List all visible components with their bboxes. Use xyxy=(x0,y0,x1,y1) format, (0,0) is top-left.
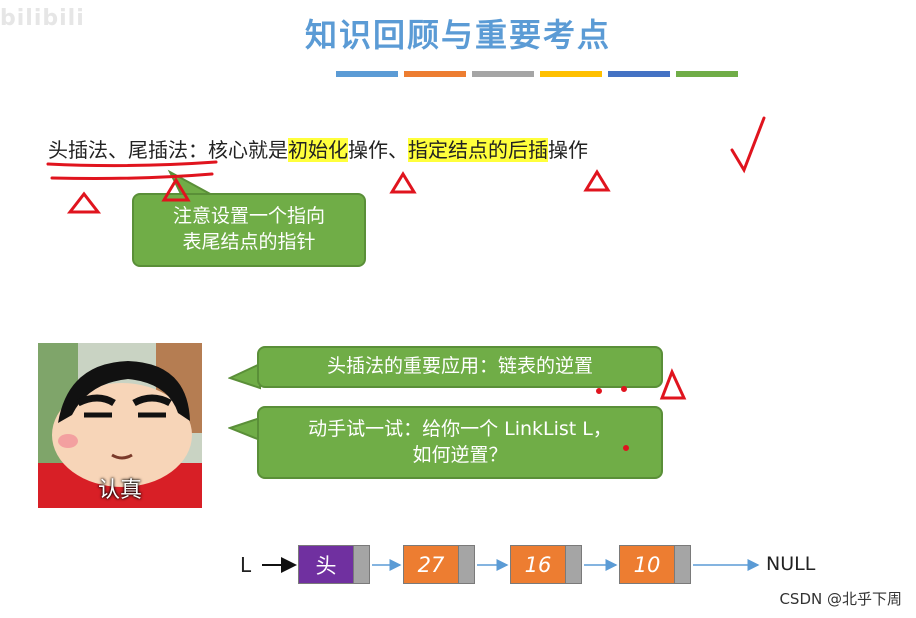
node-next-pointer xyxy=(566,545,582,584)
cartoon-boy-face-icon xyxy=(38,343,202,508)
highlight-init: 初始化 xyxy=(288,138,348,162)
key-point-text-2: 操作、 xyxy=(348,138,408,162)
highlight-insert-after: 指定结点的后插 xyxy=(408,138,548,162)
exercise-bubble: 动手试一试：给你一个 LinkList L， 如何逆置？ xyxy=(257,406,663,479)
avatar: 认真 xyxy=(38,343,202,508)
key-point-text-3: 操作 xyxy=(548,138,588,162)
application-bubble-text: 头插法的重要应用：链表的逆置 xyxy=(326,355,593,378)
color-bar-2 xyxy=(404,71,466,77)
node-next-pointer xyxy=(675,545,691,584)
list-head-pointer-label: L xyxy=(240,553,252,577)
key-point-line: 头插法、尾插法：核心就是初始化操作、指定结点的后插操作 xyxy=(48,134,588,163)
tip-bubble-text: 注意设置一个指向 表尾结点的指针 xyxy=(172,205,325,253)
bilibili-logo: bilibili xyxy=(0,6,85,31)
list-node-16: 16 xyxy=(510,545,582,584)
tip-bubble: 注意设置一个指向 表尾结点的指针 xyxy=(132,193,366,267)
node-next-pointer xyxy=(354,545,370,584)
color-bar-3 xyxy=(472,71,534,77)
node-data: 27 xyxy=(403,545,459,584)
node-next-pointer xyxy=(459,545,475,584)
list-node-10: 10 xyxy=(619,545,691,584)
color-bar-4 xyxy=(540,71,602,77)
color-bar-5 xyxy=(608,71,670,77)
node-data: 10 xyxy=(619,545,675,584)
avatar-label: 认真 xyxy=(97,478,142,503)
list-null-label: NULL xyxy=(766,553,816,575)
page-title: 知识回顾与重要考点 xyxy=(304,16,611,54)
key-point-text-1: 头插法、尾插法：核心就是 xyxy=(48,138,288,162)
application-bubble: 头插法的重要应用：链表的逆置 xyxy=(257,346,663,388)
color-bar-6 xyxy=(676,71,738,77)
node-data: 16 xyxy=(510,545,566,584)
list-node-head: 头 xyxy=(298,545,370,584)
color-bar-1 xyxy=(336,71,398,77)
exercise-bubble-text: 动手试一试：给你一个 LinkList L， 如何逆置？ xyxy=(308,417,612,466)
title-color-bars xyxy=(336,71,738,77)
watermark: CSDN @北乎下周 xyxy=(779,590,902,608)
list-node-27: 27 xyxy=(403,545,475,584)
node-data: 头 xyxy=(298,545,354,584)
